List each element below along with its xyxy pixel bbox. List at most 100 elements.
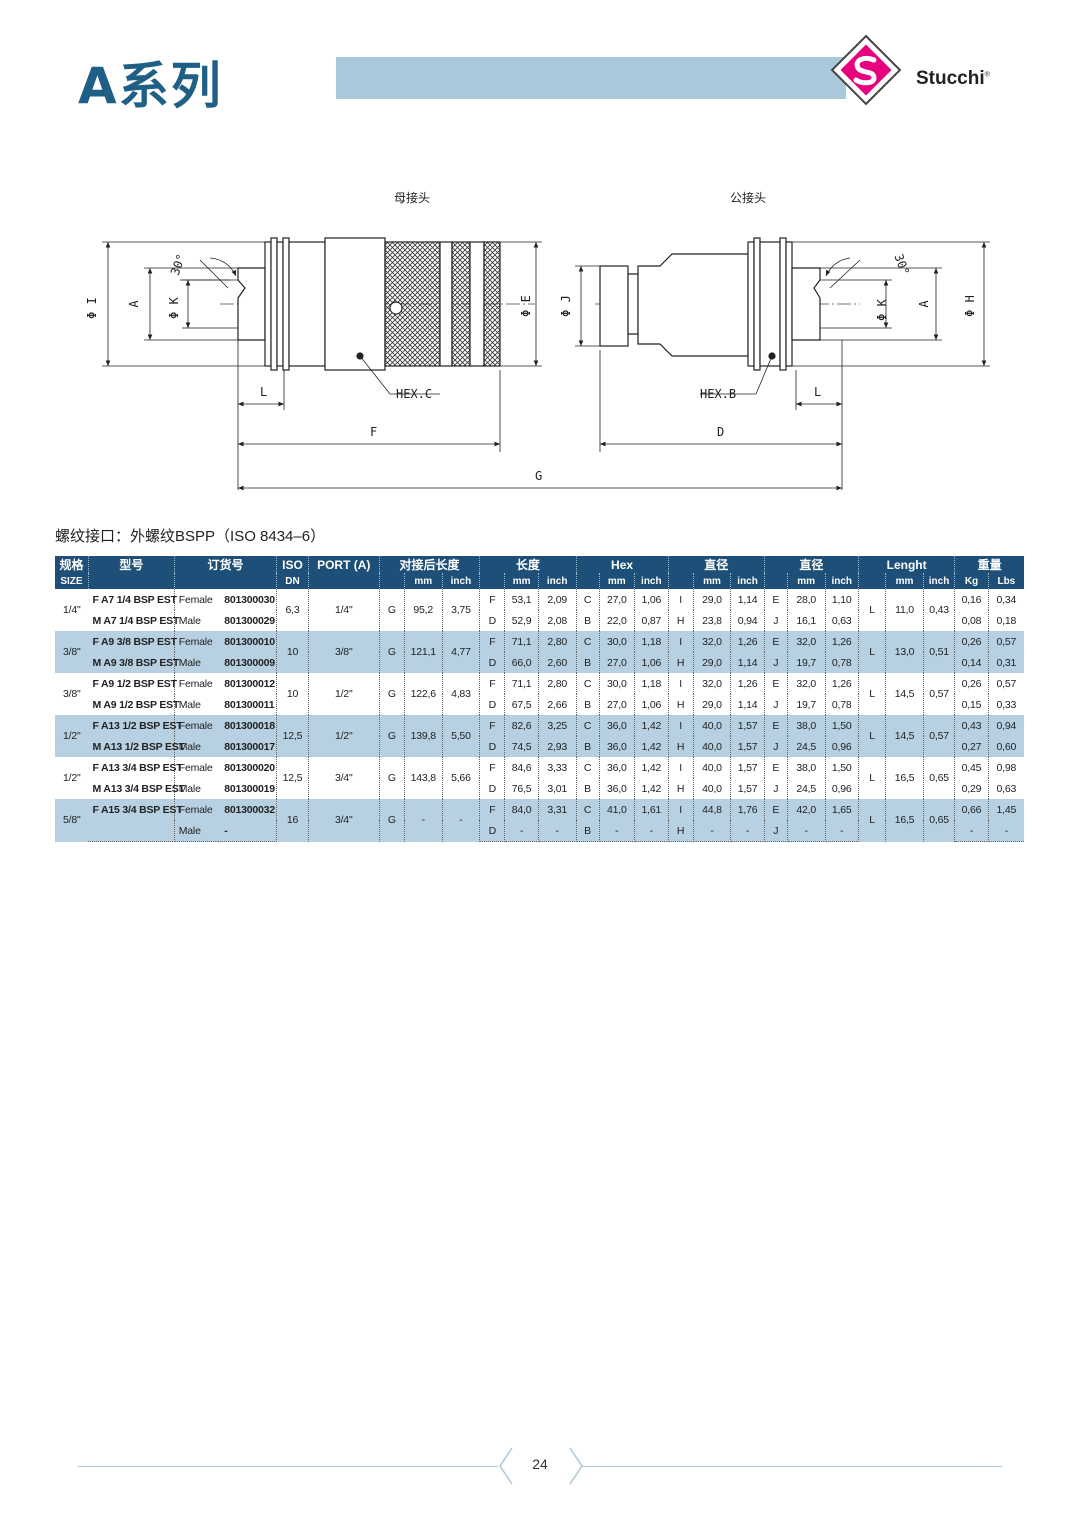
cell-dim-letter: C — [576, 673, 600, 694]
cell-dim-letter: F — [479, 589, 506, 610]
cell-dim-mm: 53,1 — [504, 589, 539, 610]
cell-dim-mm: 19,7 — [787, 652, 826, 673]
cell-l-letter: L — [858, 673, 887, 715]
stucchi-logo — [830, 34, 902, 106]
cell-dim-mm: 52,9 — [504, 610, 539, 631]
th-length: 长度 — [479, 556, 577, 573]
brand-name: Stucchi® — [916, 68, 990, 89]
cell-dim-mm: 27,0 — [599, 589, 636, 610]
cell-dim-mm: 27,0 — [599, 694, 636, 715]
dim-a-left: A — [127, 300, 141, 308]
cell-weight-lbs: 0,57 — [996, 677, 1017, 690]
dim-a-right: A — [917, 300, 931, 308]
cell-dim-letter: I — [668, 631, 694, 652]
cell-dn: 10 — [276, 673, 309, 715]
th-diameter-1: 直径 — [668, 556, 765, 573]
cell-size: 1/4" — [62, 604, 81, 616]
cell-order-code: 801300009 — [218, 652, 278, 673]
dim-angle-left: 30° — [168, 252, 189, 277]
cell-gender: Male — [174, 820, 219, 842]
th-port: PORT (A) — [308, 556, 380, 573]
cell-order-code: 801300018 — [218, 715, 278, 736]
cell-dim-letter: H — [668, 652, 694, 673]
cell-model: M A13 3/4 BSP EST — [88, 778, 185, 799]
cell-dim-inch: 0,63 — [825, 610, 859, 631]
cell-dim-inch: 1,26 — [825, 673, 859, 694]
dim-l-right: L — [814, 385, 821, 399]
cell-size: 3/8" — [55, 631, 89, 673]
cell-dim-mm: 22,0 — [599, 610, 636, 631]
cell-g-mm: 121,1 — [404, 631, 443, 673]
cell-dim-inch: 1,14 — [730, 652, 765, 673]
male-label: 公接头 — [730, 190, 766, 205]
cell-port: 3/8" — [308, 631, 380, 673]
cell-dim-letter: D — [479, 736, 506, 757]
cell-dim-inch: 2,80 — [538, 631, 577, 652]
cell-g-inch: 5,66 — [442, 757, 481, 799]
cell-g-mm: - — [404, 799, 443, 842]
cell-dim-mm: 38,0 — [787, 715, 826, 736]
cell-weight-kg: 0,16 — [954, 589, 989, 610]
cell-dim-letter: D — [479, 652, 506, 673]
cell-dim-letter: C — [576, 715, 600, 736]
cell-dim-inch: 3,01 — [538, 778, 577, 799]
cell-dim-letter: I — [668, 757, 694, 778]
cell-dim-inch: 2,08 — [538, 610, 577, 631]
dim-phi-e: Φ E — [519, 295, 533, 317]
cell-dim-inch: 1,76 — [730, 799, 765, 820]
cell-size: 1/2" — [55, 715, 89, 757]
cell-dim-letter: H — [668, 694, 694, 715]
cell-weight-lbs: 1,45 — [988, 799, 1024, 820]
cell-dim-letter: B — [576, 652, 600, 673]
cell-dim-letter: C — [576, 589, 600, 610]
cell-dim-mm: 71,1 — [504, 673, 539, 694]
female-label: 母接头 — [394, 190, 430, 205]
cell-dim-letter: J — [764, 694, 788, 715]
cell-weight-kg: 0,14 — [954, 652, 989, 673]
cell-order-code: 801300012 — [218, 673, 278, 694]
cell-dim-mm: - — [599, 820, 636, 842]
cell-size: 5/8" — [55, 799, 89, 842]
cell-g-inch: 4,83 — [442, 673, 481, 715]
th-size: 规格 — [55, 556, 89, 573]
dim-l-left: L — [260, 385, 267, 399]
cell-dim-inch: 1,14 — [730, 694, 765, 715]
cell-dim-letter: J — [764, 610, 788, 631]
cell-weight-kg: 0,26 — [954, 631, 989, 652]
cell-dim-mm: 29,0 — [693, 694, 732, 715]
cell-dim-mm: 36,0 — [599, 778, 636, 799]
cell-dim-letter: B — [576, 694, 600, 715]
cell-weight-kg: 0,43 — [954, 715, 989, 736]
cell-dim-mm: 30,0 — [599, 673, 636, 694]
cell-dim-inch: 1,06 — [634, 652, 669, 673]
thread-caption: 螺纹接口：外螺纹BSPP（ISO 8434–6） — [55, 528, 326, 545]
cell-dim-letter: B — [576, 610, 600, 631]
cell-dim-letter: H — [668, 778, 694, 799]
female-dimensions — [102, 241, 542, 490]
cell-model: F A13 1/2 BSP EST — [88, 715, 183, 736]
cell-port: 3/4" — [308, 757, 380, 799]
cell-l-mm: 14,5 — [885, 673, 924, 715]
th-hex: Hex — [576, 556, 669, 573]
cell-dim-inch: 1,50 — [825, 757, 859, 778]
dim-phi-k-left: Φ K — [167, 296, 181, 318]
cell-dim-mm: 38,0 — [787, 757, 826, 778]
cell-dim-letter: J — [764, 820, 788, 842]
cell-dim-letter: E — [764, 715, 788, 736]
dim-g: G — [535, 469, 542, 483]
cell-weight-kg: 0,15 — [954, 694, 989, 715]
cell-dim-letter: I — [668, 589, 694, 610]
cell-weight-kg: 0,08 — [954, 610, 989, 631]
cell-g-inch: 5,50 — [442, 715, 481, 757]
cell-model: F A13 3/4 BSP EST — [88, 757, 183, 778]
cell-gender: Female — [178, 593, 213, 606]
cell-g-mm: 143,8 — [404, 757, 443, 799]
cell-l-letter: L — [858, 631, 887, 673]
cell-l-inch: 0,57 — [923, 715, 956, 757]
dim-phi-i: Φ I — [85, 297, 99, 319]
cell-dim-mm: 36,0 — [599, 736, 636, 757]
cell-weight-kg: - — [954, 820, 989, 842]
